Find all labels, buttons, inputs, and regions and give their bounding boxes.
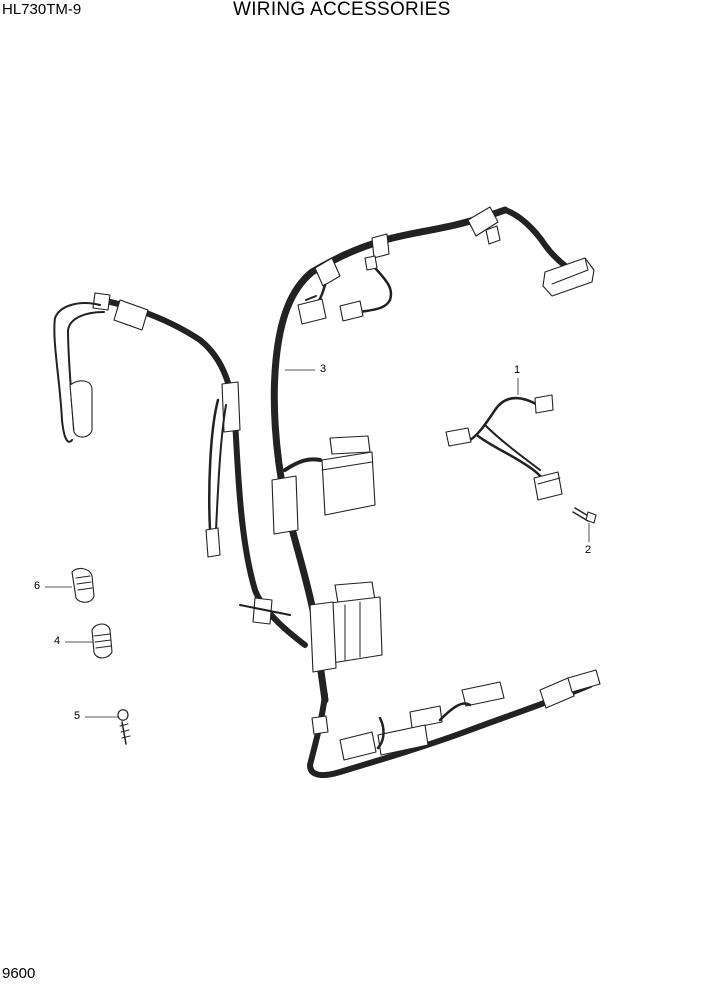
callout-1: 1 (514, 364, 521, 376)
model-number: HL730TM-9 (2, 1, 82, 18)
screw-part-2 (572, 507, 597, 524)
callout-2: 2 (585, 544, 592, 556)
cable-clamp-part-4 (91, 623, 113, 659)
small-harness-part-1 (445, 394, 563, 501)
page-title: WIRING ACCESSORIES (233, 0, 451, 20)
main-wiring-harness (53, 206, 601, 779)
tie-mount-part-5 (117, 709, 131, 745)
callout-4: 4 (54, 635, 61, 647)
callout-3: 3 (320, 363, 327, 375)
callout-6: 6 (34, 580, 41, 592)
page-number: 9600 (2, 965, 36, 982)
cable-tie-part-6 (71, 567, 95, 603)
callout-5: 5 (74, 710, 81, 722)
